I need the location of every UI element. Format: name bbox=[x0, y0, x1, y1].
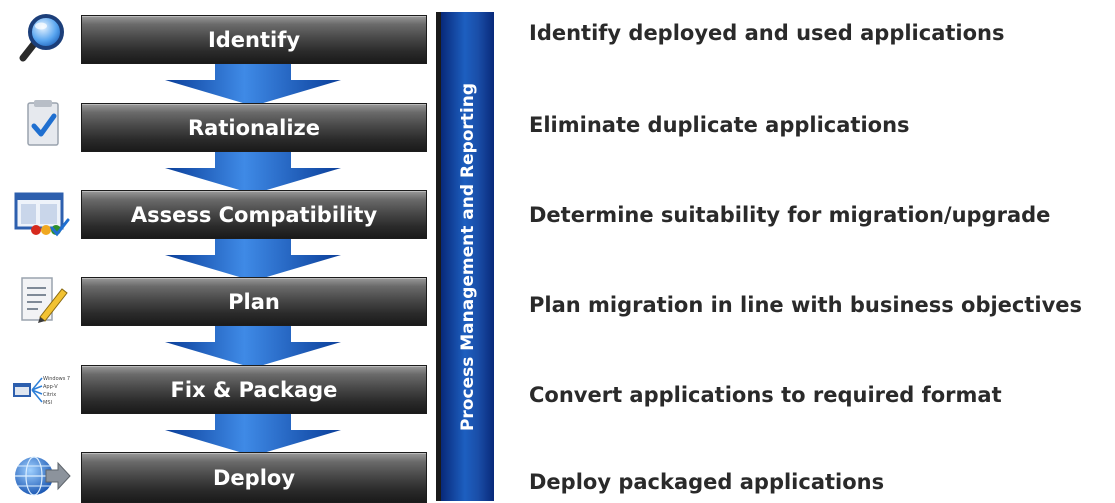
step-label: Rationalize bbox=[188, 115, 320, 140]
step-rationalize: Rationalize bbox=[81, 103, 427, 152]
flow-arrow bbox=[165, 60, 341, 106]
flow-arrow bbox=[165, 235, 341, 281]
compatibility-window-icon bbox=[14, 192, 70, 237]
globe-arrow-icon bbox=[15, 456, 71, 496]
flow-arrow bbox=[165, 148, 341, 194]
package-format-text: Windows 7 bbox=[43, 376, 70, 382]
step-description: Determine suitability for migration/upgr… bbox=[529, 203, 1051, 227]
step-fix-package: Fix & Package bbox=[81, 365, 427, 414]
process-management-band: Process Management and Reporting bbox=[436, 12, 494, 501]
package-format-text: Citrix bbox=[43, 392, 56, 398]
flow-arrow bbox=[165, 410, 341, 456]
step-description: Convert applications to required format bbox=[529, 383, 1002, 407]
step-description: Deploy packaged applications bbox=[529, 470, 885, 494]
magnifier-icon bbox=[19, 14, 64, 62]
step-label: Fix & Package bbox=[170, 377, 338, 402]
package-format-text: App-V bbox=[43, 384, 58, 390]
step-description: Plan migration in line with business obj… bbox=[529, 293, 1083, 317]
step-label: Assess Compatibility bbox=[130, 202, 378, 227]
document-pencil-icon bbox=[21, 277, 68, 323]
step-plan: Plan bbox=[81, 277, 427, 326]
step-deploy: Deploy bbox=[81, 452, 427, 503]
step-description: Identify deployed and used applications bbox=[529, 21, 1005, 45]
step-label: Deploy bbox=[212, 465, 296, 490]
step-identify: Identify bbox=[81, 15, 427, 64]
checklist-icon bbox=[27, 100, 59, 146]
package-formats-icon: Windows 7 App-V Citrix MSI bbox=[13, 376, 70, 406]
band-label: Process Management and Reporting bbox=[457, 82, 478, 431]
step-description: Eliminate duplicate applications bbox=[529, 113, 910, 137]
step-label: Identify bbox=[207, 27, 301, 52]
flow-arrow bbox=[165, 322, 341, 368]
package-format-text: MSI bbox=[43, 400, 52, 406]
step-assess-compatibility: Assess Compatibility bbox=[81, 190, 427, 239]
step-label: Plan bbox=[228, 289, 280, 314]
